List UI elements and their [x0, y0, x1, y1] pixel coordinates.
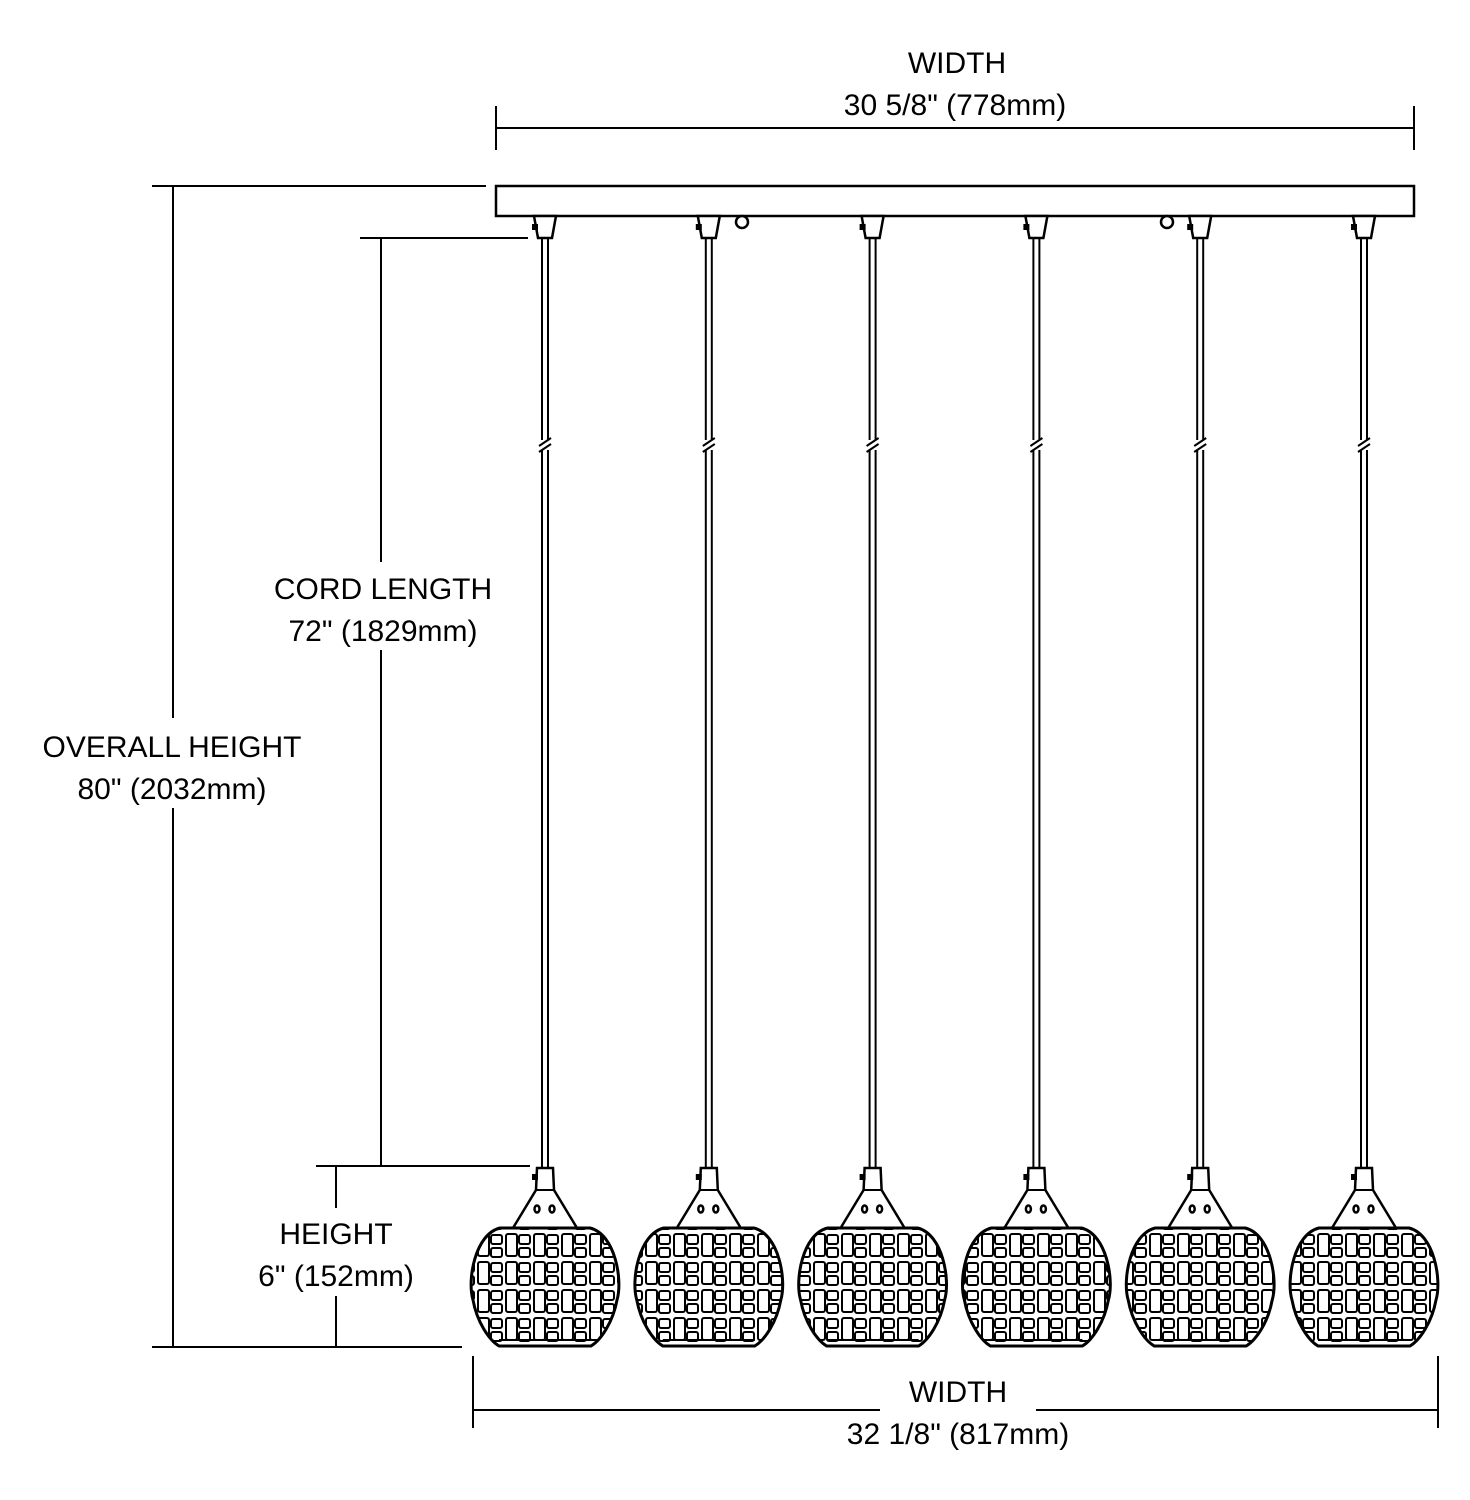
set-screw: [1351, 224, 1357, 230]
set-screw: [1023, 224, 1030, 230]
cord-break: [867, 440, 878, 450]
pendants: [469, 214, 1440, 1348]
socket-cone: [1002, 1166, 1071, 1230]
set-screw: [532, 224, 538, 230]
vent-hole: [1203, 1204, 1211, 1214]
cord-break: [540, 440, 550, 450]
basket-weave-shade: [469, 1226, 621, 1348]
set-screw: [1187, 1174, 1194, 1180]
cord-break-mark: [702, 443, 716, 453]
top-width-value: 30 5/8" (778mm): [844, 89, 1066, 122]
set-screw: [1023, 1174, 1030, 1180]
vent-hole: [548, 1204, 556, 1214]
set-screw: [1351, 1174, 1357, 1180]
basket-weave-shade: [1288, 1226, 1440, 1348]
overall-height-label: OVERALL HEIGHT: [43, 731, 302, 764]
cord-break-mark: [702, 437, 716, 447]
cord-break-mark: [866, 443, 880, 453]
pendant: [1288, 214, 1440, 1348]
cord-break-mark: [538, 437, 552, 447]
set-screw: [695, 1174, 702, 1180]
vent-hole: [1188, 1204, 1196, 1214]
vent-hole: [1039, 1204, 1048, 1214]
pendant: [469, 214, 621, 1348]
cord-grip: [1351, 214, 1377, 240]
cord-break: [703, 440, 714, 450]
cord-break: [1031, 440, 1042, 450]
vent-hole: [1024, 1204, 1033, 1214]
cord-break-mark: [538, 443, 552, 453]
vent-hole: [875, 1204, 884, 1214]
canopy: [494, 184, 1416, 218]
cord-break: [1195, 440, 1206, 450]
cord-grip: [696, 214, 722, 240]
cord-break-mark: [1193, 437, 1207, 447]
vent-hole: [697, 1204, 705, 1214]
bottom-width-dimension: WIDTH 32 1/8" (817mm): [472, 1356, 1439, 1451]
basket-weave-shade: [633, 1226, 785, 1348]
cord-grip: [860, 214, 886, 240]
canopy-screw: [1159, 214, 1175, 230]
canopy-screw: [734, 214, 750, 230]
vent-hole: [712, 1204, 720, 1214]
pendant: [1124, 214, 1276, 1348]
cord-break-mark: [1029, 437, 1043, 447]
pendant: [961, 214, 1112, 1348]
cord-grip: [1187, 214, 1213, 240]
basket-weave-shade: [961, 1226, 1112, 1348]
basket-weave-shade: [1124, 1226, 1276, 1348]
cord-length-value: 72" (1829mm): [288, 615, 477, 648]
socket-cone: [1165, 1166, 1235, 1230]
vent-hole: [1367, 1204, 1375, 1214]
overall-height-dimension: OVERALL HEIGHT 80" (2032mm): [43, 185, 486, 1348]
set-screw: [1187, 224, 1194, 230]
shade-height-label: HEIGHT: [279, 1218, 392, 1251]
cord-length-label: CORD LENGTH: [274, 573, 492, 606]
set-screw: [859, 224, 866, 230]
shade-height-dimension: HEIGHT 6" (152mm): [258, 1166, 414, 1347]
socket-cone: [510, 1166, 580, 1230]
pendant: [633, 214, 785, 1348]
shade-height-value: 6" (152mm): [258, 1260, 414, 1293]
cord-break-mark: [1357, 443, 1371, 453]
socket-cone: [674, 1166, 744, 1230]
socket-cone: [1329, 1166, 1399, 1230]
cord-grip: [1023, 214, 1049, 240]
top-width-label: WIDTH: [908, 47, 1006, 80]
set-screw: [532, 1174, 538, 1180]
bottom-width-value: 32 1/8" (817mm): [847, 1418, 1069, 1451]
cord-break-mark: [1193, 443, 1207, 453]
basket-weave-shade: [797, 1226, 948, 1348]
vent-hole: [860, 1204, 869, 1214]
top-width-dimension: WIDTH 30 5/8" (778mm): [495, 47, 1415, 150]
vent-hole: [533, 1204, 541, 1214]
overall-height-value: 80" (2032mm): [77, 773, 266, 806]
cord-length-dimension: CORD LENGTH 72" (1829mm): [274, 237, 530, 1167]
cord-break-mark: [1029, 443, 1043, 453]
bottom-width-label: WIDTH: [909, 1376, 1007, 1409]
vent-hole: [1352, 1204, 1360, 1214]
socket-cone: [838, 1166, 907, 1230]
cord-break-mark: [1357, 437, 1371, 447]
cord-grip: [532, 214, 558, 240]
cord-break-mark: [866, 437, 880, 447]
pendant: [797, 214, 948, 1348]
cord-break: [1359, 440, 1369, 450]
set-screw: [695, 224, 702, 230]
set-screw: [859, 1174, 866, 1180]
